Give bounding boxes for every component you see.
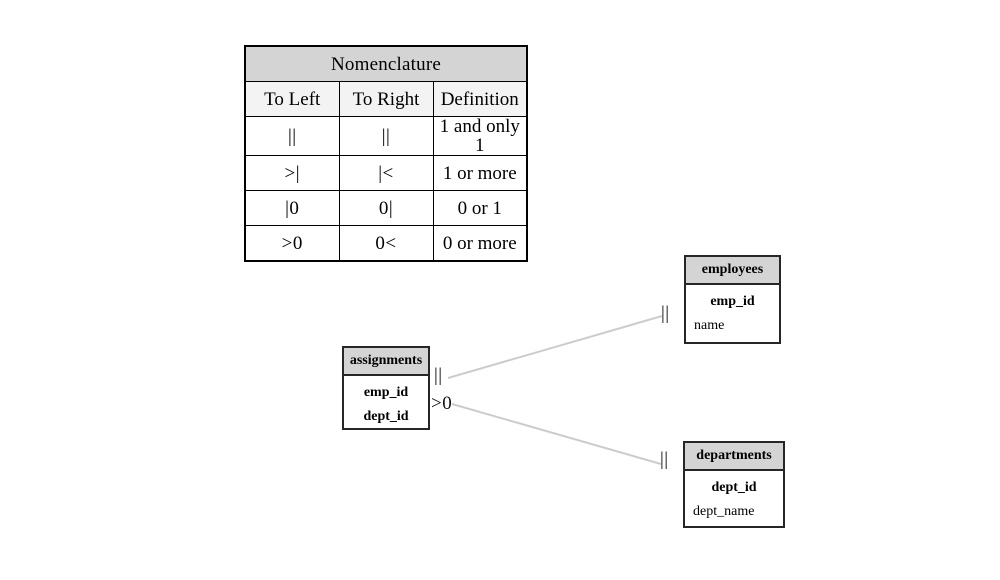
table-row: |0 0| 0 or 1 xyxy=(244,190,528,226)
nomenclature-title-row: Nomenclature xyxy=(244,45,528,82)
cardinality-employees-to-assignments: || xyxy=(661,303,670,324)
field-emp-id: emp_id xyxy=(363,385,409,400)
cell-to-left: || xyxy=(244,116,340,156)
entity-assignments[interactable]: assignments emp_id dept_id xyxy=(342,346,430,430)
cell-to-right: 0< xyxy=(338,225,434,262)
cell-definition: 0 or more xyxy=(432,225,528,262)
cell-definition: 0 or 1 xyxy=(432,190,528,226)
cell-to-right: 0| xyxy=(338,190,434,226)
relationship-line-assignments-employees xyxy=(447,315,663,379)
cell-to-left: |0 xyxy=(244,190,340,226)
nomenclature-header-row: To Left To Right Definition xyxy=(244,81,528,117)
column-header-to-right: To Right xyxy=(338,81,434,117)
field-dept-id: dept_id xyxy=(363,409,409,424)
entity-employees-fields: emp_id name xyxy=(686,285,779,344)
field-name: name xyxy=(694,318,725,333)
relationship-line-assignments-departments xyxy=(451,403,662,465)
entity-departments[interactable]: departments dept_id dept_name xyxy=(683,441,785,528)
entity-assignments-fields: emp_id dept_id xyxy=(344,376,428,435)
entity-assignments-title: assignments xyxy=(344,348,428,376)
cell-to-left: >0 xyxy=(244,225,340,262)
cell-to-left: >| xyxy=(244,155,340,191)
entity-departments-title: departments xyxy=(685,443,783,471)
cell-to-right: || xyxy=(338,116,434,156)
cardinality-departments-to-assignments: || xyxy=(660,449,669,470)
nomenclature-table: Nomenclature To Left To Right Definition… xyxy=(244,45,528,262)
cell-definition: 1 or more xyxy=(432,155,528,191)
cell-definition: 1 and only 1 xyxy=(432,116,528,156)
entity-employees-title: employees xyxy=(686,257,779,285)
cardinality-assignments-to-employees: || xyxy=(434,365,443,386)
table-row: >0 0< 0 or more xyxy=(244,225,528,262)
cardinality-assignments-to-departments: >0 xyxy=(431,393,453,414)
field-dept-name: dept_name xyxy=(693,504,755,519)
field-emp-id: emp_id xyxy=(710,294,755,309)
table-row: >| |< 1 or more xyxy=(244,155,528,191)
table-row: || || 1 and only 1 xyxy=(244,116,528,156)
entity-departments-fields: dept_id dept_name xyxy=(685,471,783,530)
cell-to-right: |< xyxy=(338,155,434,191)
field-dept-id: dept_id xyxy=(711,480,757,495)
column-header-to-left: To Left xyxy=(244,81,340,117)
nomenclature-title: Nomenclature xyxy=(244,45,528,82)
entity-employees[interactable]: employees emp_id name xyxy=(684,255,781,344)
column-header-definition: Definition xyxy=(432,81,528,117)
